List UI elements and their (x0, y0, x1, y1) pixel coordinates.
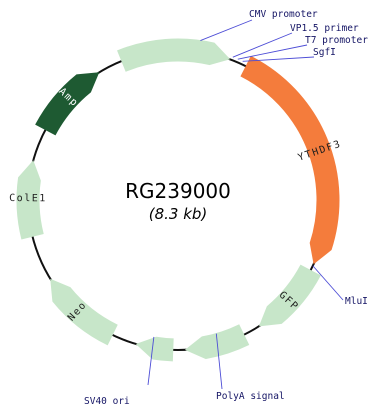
leader-polya-signal (215, 333, 223, 390)
feature-gfp (258, 264, 321, 327)
leader-sgfi (242, 56, 315, 62)
feature-sv40-ori (135, 336, 174, 362)
feature-amp (35, 72, 100, 136)
feature-neo (50, 278, 118, 346)
leader-cmv-promoter (200, 19, 253, 41)
plasmid-size: (8.3 kb) (149, 205, 208, 223)
feature-cole1 (16, 160, 44, 240)
feature-label-cole1: ColE1 (9, 193, 47, 204)
feature-ythdf3 (240, 55, 340, 265)
leader-mlui (312, 265, 344, 301)
label-sv40-ori: SV40 ori (84, 396, 130, 407)
feature-cmv-promoter (117, 38, 231, 72)
leader-vp15-primer (232, 32, 293, 58)
leader-sv40-ori (147, 336, 155, 386)
label-mlui: MluI (345, 296, 368, 307)
label-polya-signal: PolyA signal (216, 391, 285, 402)
plasmid-name: RG239000 (125, 179, 231, 203)
label-cmv-promoter: CMV promoter (249, 9, 318, 20)
label-t7-promoter: T7 promoter (305, 35, 368, 46)
leader-t7-promoter (237, 44, 308, 60)
label-sgfi: SgfI (313, 47, 336, 58)
label-vp15-primer: VP1.5 primer (290, 23, 359, 34)
